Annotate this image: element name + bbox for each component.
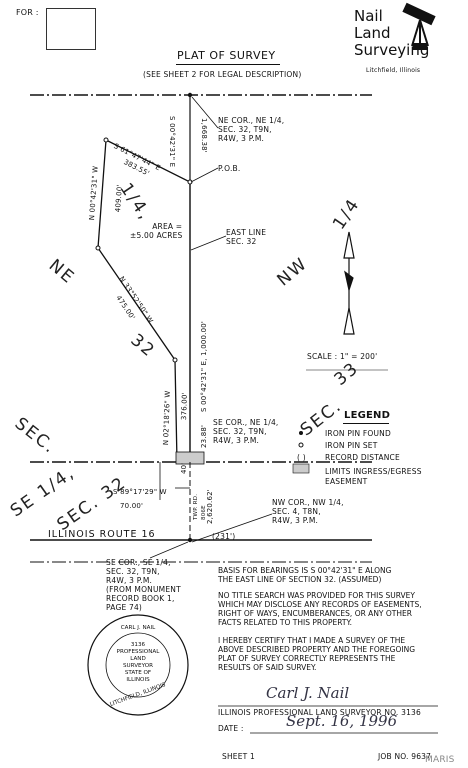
north-leg-bearing: S 00°42'31" E (168, 116, 176, 168)
certify-note: I HEREBY CERTIFY THAT I MADE A SURVEY OF… (218, 636, 416, 672)
logo-line2: Land (354, 24, 391, 42)
w-parcel-pin (95, 245, 101, 251)
page-subtitle: (SEE SHEET 2 FOR LEGAL DESCRIPTION) (143, 70, 302, 79)
seal-outer (87, 614, 189, 716)
ne-corner-leader (191, 96, 219, 129)
north-arrow-icon (343, 231, 355, 335)
sheet-label: SHEET 1 (222, 752, 256, 761)
ne-corner-pin (187, 92, 193, 98)
scale-label: SCALE : 1" = 200' (307, 352, 378, 361)
for-box (46, 8, 96, 50)
date-handwritten: Sept. 16, 1996 (286, 712, 398, 730)
legend-title: LEGEND (344, 410, 391, 421)
parcel-boundary (97, 139, 191, 463)
pob-pin (187, 179, 193, 185)
surveyor-line: ILLINOIS PROFESSIONAL LAND SURVEYOR NO. … (218, 708, 421, 717)
pob-label: P.O.B. (218, 164, 241, 173)
west-low-distance: 376.00' (180, 392, 189, 421)
date-label: DATE : (218, 724, 244, 733)
basis-note: BASIS FOR BEARINGS IS S 00°42'31" E ALON… (218, 566, 392, 584)
title-search-note: NO TITLE SEARCH WAS PROVIDED FOR THIS SU… (218, 591, 422, 627)
logo-line1: Nail (354, 7, 383, 25)
pob-leader (190, 167, 219, 183)
road-label: ILLINOIS ROUTE 16 (48, 529, 156, 540)
ne-corner-label: NE COR., NE 1/4,SEC. 32, T9N,R4W, 3 P.M. (218, 116, 285, 143)
legend-symbol: ( ) (297, 453, 306, 462)
legend-item: IRON PIN SET (325, 441, 378, 450)
signature: Carl J. Nail (266, 684, 350, 702)
logo-line3: Surveying (354, 41, 430, 59)
legend-item: RECORD DISTANCE (325, 453, 400, 462)
seal-name: CARL J. NAIL (120, 625, 156, 631)
west-low-bearing: N 02°18'26" W (162, 390, 172, 446)
area-label: AREA =±5.00 ACRES (130, 222, 183, 240)
seal-inner (105, 632, 171, 698)
nw-parcel-pin (103, 137, 109, 143)
legend-item: IRON PIN FOUND (325, 429, 391, 438)
se-corner-se-label: SE COR., SE 1/4,SEC. 32, T9N,R4W, 3 P.M.… (106, 558, 181, 612)
east-bearing: S 00°42'31" E, 1,000.00' (200, 320, 208, 412)
nw-corner-label: NW COR., NW 1/4,SEC. 4, T8N,R4W, 3 P.M. (272, 498, 344, 525)
dist-40: 40' (180, 462, 188, 474)
for-label: FOR : (16, 8, 39, 17)
se-corner-ne-label: SE COR., NE 1/4,SEC. 32, T9N,R4W, 3 P.M. (213, 418, 279, 445)
road-dist: (231') (212, 532, 236, 541)
page-title: PLAT OF SURVEY (177, 49, 276, 62)
south-distance: 70.00' (120, 502, 144, 510)
legend-item: EASEMENT (325, 477, 368, 486)
dist-2388: 23.88' (200, 424, 208, 448)
logo-location: Litchfield, Illinois (366, 67, 421, 74)
job-label: JOB NO. 9637 (378, 752, 432, 761)
east-line-leader (190, 235, 227, 251)
sw-parcel-pin (172, 357, 178, 363)
north-leg-distance: 1,668.38' (200, 118, 208, 153)
se-corner-pin (187, 537, 193, 543)
logo-text: Nail Land Surveying (354, 8, 434, 59)
watermark: MARIS (425, 755, 455, 765)
dist-262062: 2,620.62' (206, 489, 214, 524)
legend-item: LIMITS INGRESS/EGRESS (325, 467, 422, 476)
title-underline (176, 64, 280, 65)
south-bearing: S 89°17'29" W (113, 488, 167, 496)
